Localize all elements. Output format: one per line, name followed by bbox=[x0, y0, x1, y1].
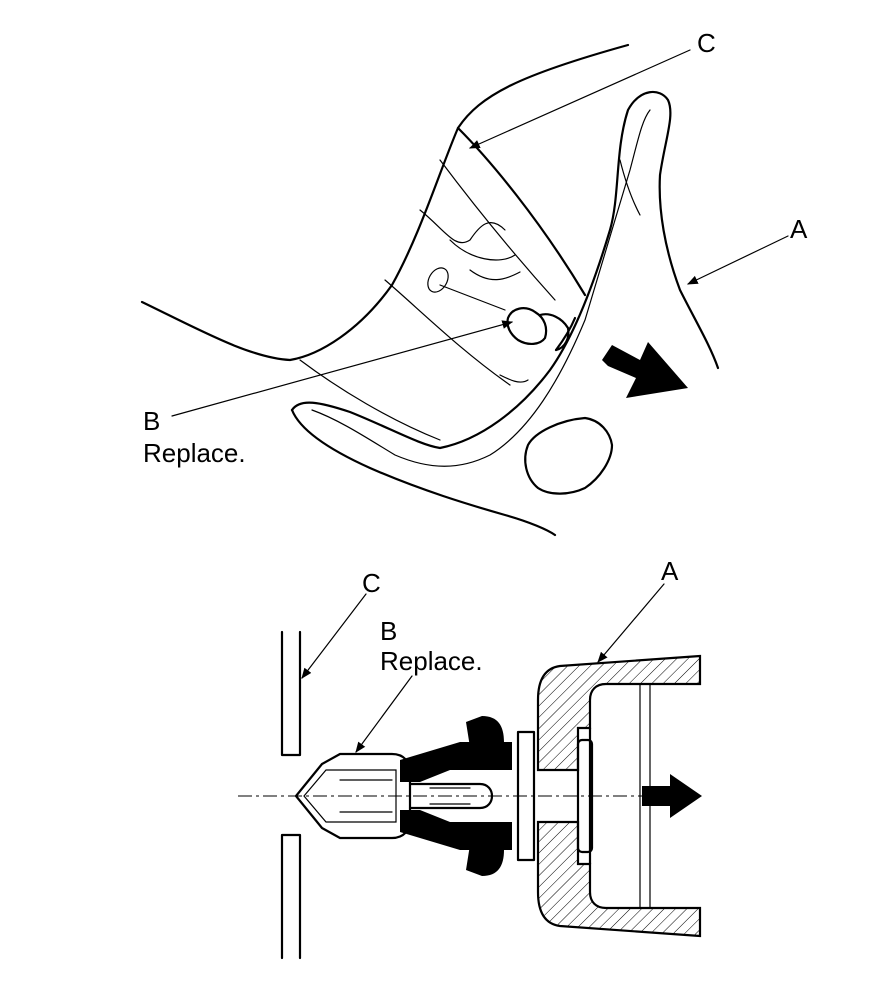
label-b-top: B bbox=[143, 406, 160, 436]
leader-a-top bbox=[687, 235, 789, 285]
section-view: C A B Replace. bbox=[238, 556, 702, 960]
pull-direction-arrow-section bbox=[642, 774, 702, 818]
pull-direction-arrow-top bbox=[602, 342, 688, 398]
label-b-section: B bbox=[380, 616, 397, 646]
trim-piece-a bbox=[290, 90, 720, 537]
label-b-note-top: Replace. bbox=[143, 438, 246, 468]
leader-b-section bbox=[355, 675, 413, 753]
leader-a-section bbox=[597, 583, 665, 663]
label-c-section: C bbox=[362, 568, 381, 598]
top-view: C A B Replace. bbox=[140, 28, 808, 537]
label-b-note-section: Replace. bbox=[380, 646, 483, 676]
clip-b-section bbox=[294, 716, 594, 876]
leader-c-section bbox=[301, 593, 367, 679]
panel-c-section bbox=[280, 630, 302, 960]
leader-c-top bbox=[469, 49, 691, 149]
leader-b-top bbox=[171, 320, 514, 417]
label-a-section: A bbox=[661, 556, 679, 586]
label-c-top: C bbox=[697, 28, 716, 58]
label-a-top: A bbox=[790, 214, 808, 244]
